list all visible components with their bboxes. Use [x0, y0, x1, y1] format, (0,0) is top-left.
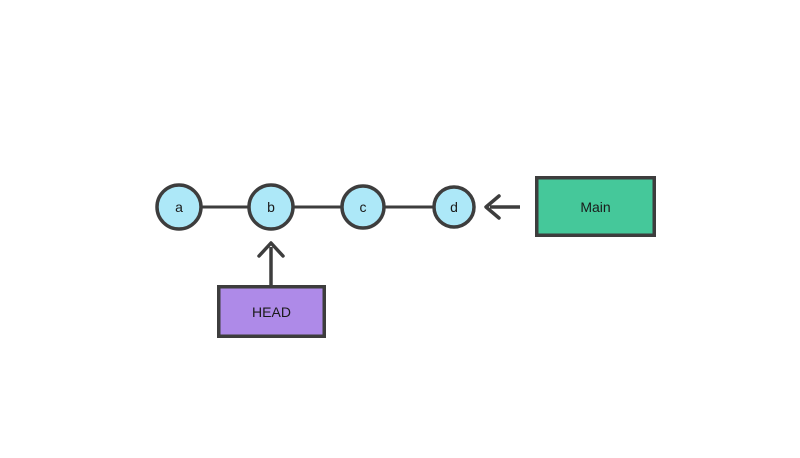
commit-node-c[interactable]: c	[340, 184, 386, 230]
commit-node-a[interactable]: a	[155, 183, 203, 231]
commit-label-d: d	[450, 199, 458, 215]
commit-label-c: c	[360, 199, 367, 215]
commit-circle-b	[247, 183, 295, 231]
branch-label-main-box	[535, 176, 656, 237]
head-pointer-label[interactable]: HEAD	[217, 285, 326, 338]
head-pointer-text: HEAD	[252, 304, 291, 320]
commit-label-a: a	[175, 199, 183, 215]
commit-node-b[interactable]: b	[247, 183, 295, 231]
head-pointer-box	[217, 285, 326, 338]
head-arrow-head	[257, 241, 285, 258]
commit-circle-c	[340, 184, 386, 230]
commit-label-b: b	[267, 199, 275, 215]
head-to-b-arrow-icon	[257, 241, 285, 285]
main-arrow-head	[484, 194, 501, 220]
commit-circle-a	[155, 183, 203, 231]
branch-label-main[interactable]: Main	[535, 176, 656, 237]
branch-label-main-text: Main	[580, 199, 610, 215]
commit-node-d[interactable]: d	[432, 185, 476, 229]
main-to-d-arrow-icon	[484, 194, 520, 220]
commit-circle-d	[432, 185, 476, 229]
